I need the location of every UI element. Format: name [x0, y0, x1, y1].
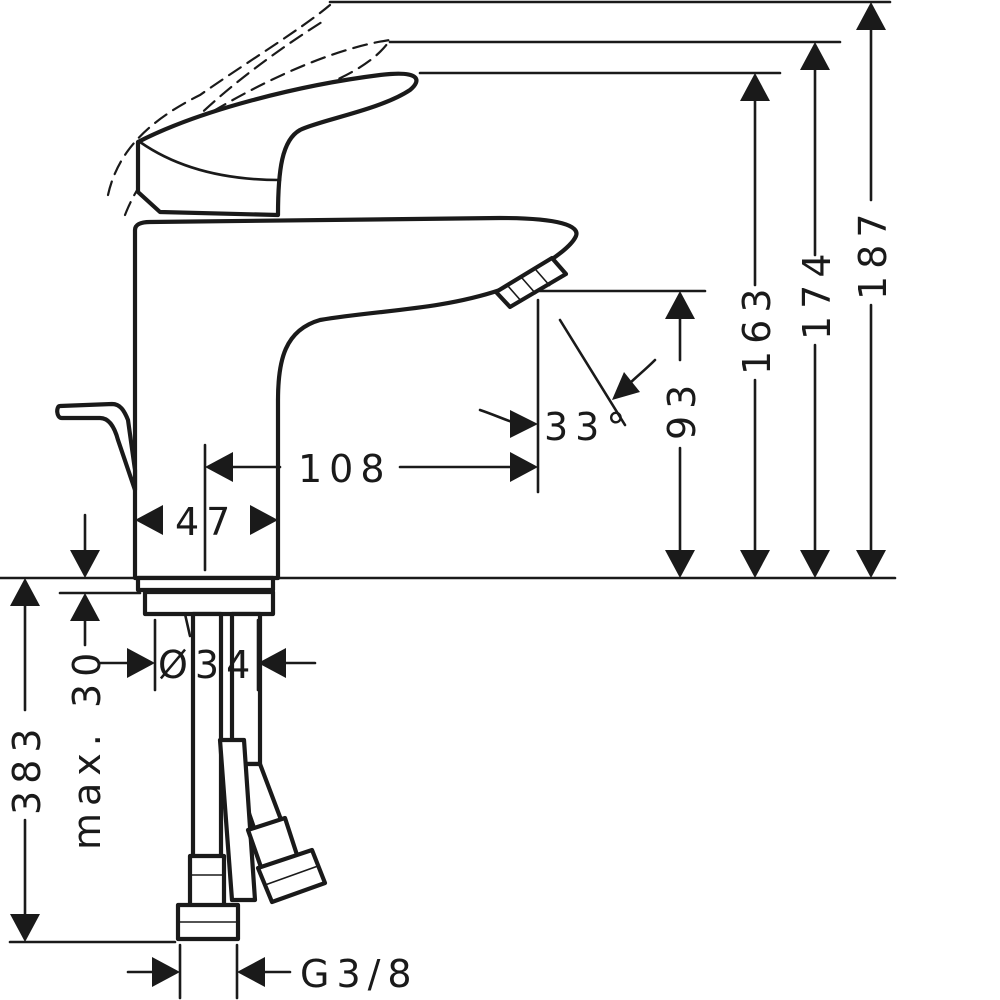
dimension-383: 383	[5, 578, 49, 942]
dimension-47-label: 47	[175, 500, 237, 544]
dimension-383-label: 383	[5, 721, 49, 815]
dimension-174-label: 174	[795, 246, 839, 340]
dimension-163-label: 163	[735, 281, 779, 375]
hose-connector-right	[245, 815, 328, 905]
dimension-diameter-34: Ø34	[98, 643, 317, 687]
dimension-174: 174	[795, 42, 839, 578]
dimension-thread: G3/8	[126, 952, 419, 996]
lever-handle	[135, 71, 419, 218]
dimension-187: 187	[851, 2, 895, 578]
dimension-163: 163	[735, 73, 779, 578]
dimension-47: 47	[135, 500, 278, 544]
dimension-108: 108	[205, 447, 538, 491]
dimension-max-30: max. 30	[65, 513, 109, 850]
supply-hoses	[190, 611, 303, 903]
dimension-diameter-34-label: Ø34	[158, 643, 257, 687]
hose-connector-left	[175, 853, 241, 942]
dimension-108-label: 108	[298, 447, 392, 491]
pop-up-rod	[55, 401, 138, 493]
dimension-93-label: 93	[660, 378, 704, 440]
dimension-93: 93	[660, 291, 704, 578]
reference-lines	[0, 0, 897, 1000]
dimension-187-label: 187	[851, 206, 895, 300]
dimension-33-angle: 33°	[478, 318, 657, 449]
base-mounting	[135, 575, 276, 642]
dimension-33-label: 33°	[544, 405, 632, 449]
aerator	[493, 255, 569, 310]
dimension-thread-label: G3/8	[300, 952, 419, 996]
dimension-max-30-label: max. 30	[65, 646, 109, 850]
